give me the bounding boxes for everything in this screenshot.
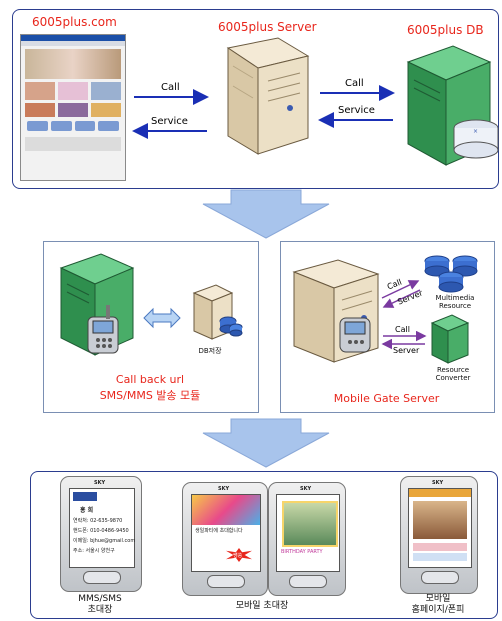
callback-title-line2: SMS/MMS 발송 모듈 (99, 389, 201, 402)
balloon-art (192, 495, 260, 525)
service-label-2: Service (338, 105, 375, 116)
card-line-2: 핸드폰: 010-0486-9450 (73, 528, 129, 534)
phone-dpad (421, 571, 459, 584)
homepage-photo (413, 501, 467, 539)
phone-brand: SKY (94, 480, 106, 486)
party-photo (282, 501, 338, 547)
gate-phone-icon (339, 317, 371, 353)
card-name: 홍 희 (80, 507, 94, 514)
site-icons-row (27, 121, 119, 131)
website-screenshot (20, 34, 126, 181)
invite-caption: 모바일 초대장 (235, 601, 289, 611)
multimedia-resource-icon (424, 255, 478, 293)
multimedia-label-line1: Multimedia (435, 294, 475, 302)
server-label: 6005plus Server (218, 20, 317, 34)
converter-label-line1: Resource (436, 366, 470, 374)
phone-dpad (207, 575, 245, 588)
phone-mms: SKY 홍 희 연락처: 02-635-9870 핸드폰: 010-0486-9… (60, 476, 142, 592)
phone-dpad (83, 571, 121, 584)
homepage-header (409, 489, 471, 497)
two-way-arrow-icon (143, 307, 181, 329)
site-footer (25, 137, 121, 151)
db-server-icon: × (406, 45, 499, 166)
homepage-caption-line2: 홈페이지/폰피 (411, 605, 465, 615)
phone-screen: 생일파티에 초대합니다 쌩쏭 (191, 494, 261, 572)
homepage-menu (413, 543, 467, 551)
card-line-1: 연락처: 02-635-9870 (73, 518, 123, 524)
homepage-caption-line1: 모바일 (425, 594, 451, 604)
browser-titlebar (21, 35, 125, 41)
phone-screen: BIRTHDAY PARTY (276, 494, 340, 572)
phone-brand: SKY (432, 480, 444, 486)
server-tower-icon (226, 37, 310, 155)
call-label-2: Call (345, 78, 364, 89)
phone-invite-2: SKY BIRTHDAY PARTY (268, 482, 346, 596)
phone-screen: 홍 희 연락처: 02-635-9870 핸드폰: 010-0486-9450 … (69, 488, 135, 568)
mms-caption-line2: 초대장 (87, 605, 113, 615)
flow-arrow-down-1 (202, 189, 330, 239)
site-photo-row (25, 82, 121, 100)
homepage-menu-2 (413, 553, 467, 561)
site-banner (25, 49, 121, 79)
flow-arrow-down-2 (202, 418, 330, 468)
mms-caption-line1: MMS/SMS (78, 594, 122, 604)
birthday-badge-text: 쌩쏭 (233, 553, 243, 559)
birthday-party-text: BIRTHDAY PARTY (281, 549, 323, 555)
converter-label-line2: Converter (435, 374, 471, 382)
gate-server-label-2: Server (393, 346, 420, 355)
resource-converter-icon (430, 314, 470, 364)
svg-text:×: × (473, 128, 478, 135)
gate-server-arrow-1 (382, 289, 421, 308)
callback-title-line1: Call back url (115, 373, 185, 386)
phone-dpad (289, 575, 327, 588)
mobile-phone-icon (87, 305, 119, 354)
card-line-4: 주소: 서울시 양천구 (73, 548, 115, 554)
gate-call-arrow-1 (381, 280, 420, 299)
multimedia-label-line2: Resource (438, 302, 472, 310)
phone-homepage: SKY (400, 476, 478, 594)
card-logo (73, 492, 97, 501)
phone-brand: SKY (300, 486, 312, 492)
site-thumbs-row (25, 103, 121, 117)
phone-brand: SKY (218, 486, 230, 492)
db-storage-label: DB저장 (198, 347, 222, 355)
gate-call-label-2: Call (395, 325, 410, 334)
gate-title: Mobile Gate Server (333, 392, 440, 405)
card-line-3: 이메일: bjhue@gmail.com (73, 538, 136, 544)
call-label-1: Call (161, 82, 180, 93)
db-label: 6005plus DB (407, 23, 484, 37)
browser-toolbar (21, 41, 125, 46)
website-label: 6005plus.com (32, 15, 117, 29)
birthday-text: 생일파티에 초대합니다 (195, 528, 243, 534)
service-label-1: Service (151, 116, 188, 127)
db-storage-icon (192, 284, 243, 340)
phone-screen (408, 488, 472, 568)
phone-invite-1: SKY 생일파티에 초대합니다 쌩쏭 (182, 482, 268, 596)
